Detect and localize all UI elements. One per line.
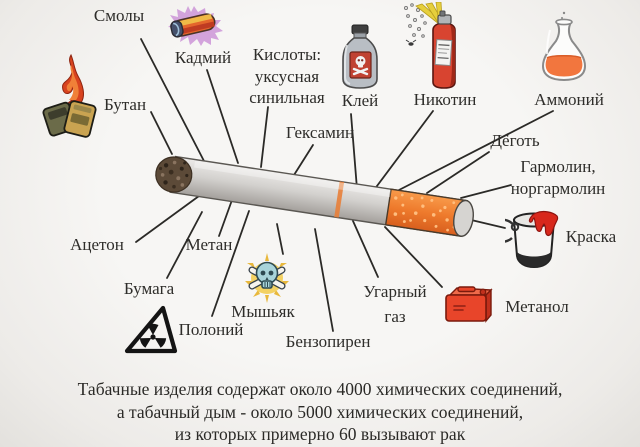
footer-line-3: из которых примерно 60 вызывают рак — [174, 424, 466, 444]
label-benzopyrene: Бензопирен — [285, 332, 371, 351]
cigarette-end-cap — [453, 199, 474, 237]
line-glue — [350, 113, 358, 190]
label-polonium: Полоний — [178, 320, 244, 339]
line-methanol — [384, 226, 443, 288]
label-paint: Краска — [565, 227, 617, 246]
line-butane — [150, 111, 173, 155]
line-ammonium — [398, 110, 554, 191]
label-acetone: Ацетон — [70, 235, 124, 254]
label-butane: Бутан — [103, 95, 147, 114]
label-tars: Смолы — [93, 6, 145, 25]
label-paper: Бумага — [123, 279, 175, 298]
poison-bottle-icon — [341, 23, 379, 90]
pointer-lines — [135, 38, 554, 332]
label-arsenic: Мышьяк — [231, 302, 295, 321]
cigarette-ash-tip — [155, 156, 193, 193]
line-hexamine — [293, 144, 314, 176]
line-nicotine — [370, 110, 434, 195]
label-methanol: Метанол — [505, 297, 569, 316]
paint-bucket-icon — [505, 206, 563, 269]
cigarette-ring — [334, 181, 345, 218]
line-cadmium — [206, 69, 239, 164]
line-acids — [260, 106, 269, 168]
lighter-icon — [38, 53, 100, 140]
line-tars — [140, 38, 205, 162]
footer-line-2: а табачный дым - около 5000 химических с… — [116, 401, 524, 422]
label-hexamine: Гексамин — [285, 123, 355, 142]
battery-icon — [163, 5, 225, 46]
line-benzopyrene — [314, 228, 334, 332]
footer-text: Табачные изделия содержат около 4000 хим… — [0, 378, 640, 446]
line-polonium — [211, 210, 250, 317]
label-carbon-monoxide: Угарный газ — [363, 282, 427, 326]
line-coal-tar — [426, 151, 490, 194]
skull-crossbones-icon — [243, 251, 291, 306]
line-acetone — [135, 195, 200, 243]
line-methane — [218, 199, 233, 237]
fly-glyph — [405, 39, 417, 46]
label-cadmium: Кадмий — [174, 48, 232, 67]
radiation-warning-icon — [122, 304, 180, 356]
footer-line-1: Табачные изделия содержат около 4000 хим… — [77, 379, 563, 399]
label-nicotine: Никотин — [413, 90, 477, 109]
line-harmoline — [460, 184, 512, 199]
cigarette-illustration — [155, 155, 474, 238]
label-methane: Метан — [185, 235, 233, 254]
line-arsenic — [276, 223, 284, 255]
label-coal-tar: Дёготь — [490, 131, 540, 150]
spray-can-icon — [398, 2, 462, 90]
label-acids: Кислоты: уксусная синильная — [249, 45, 325, 107]
flask-icon — [537, 10, 591, 84]
label-harmoline: Гармолин, норгармолин — [510, 157, 606, 198]
line-paper — [166, 211, 203, 279]
label-glue: Клей — [341, 91, 379, 110]
fuel-can-icon — [441, 283, 495, 325]
line-carbon-monoxide — [352, 220, 379, 278]
label-ammonium: Аммоний — [534, 90, 604, 109]
